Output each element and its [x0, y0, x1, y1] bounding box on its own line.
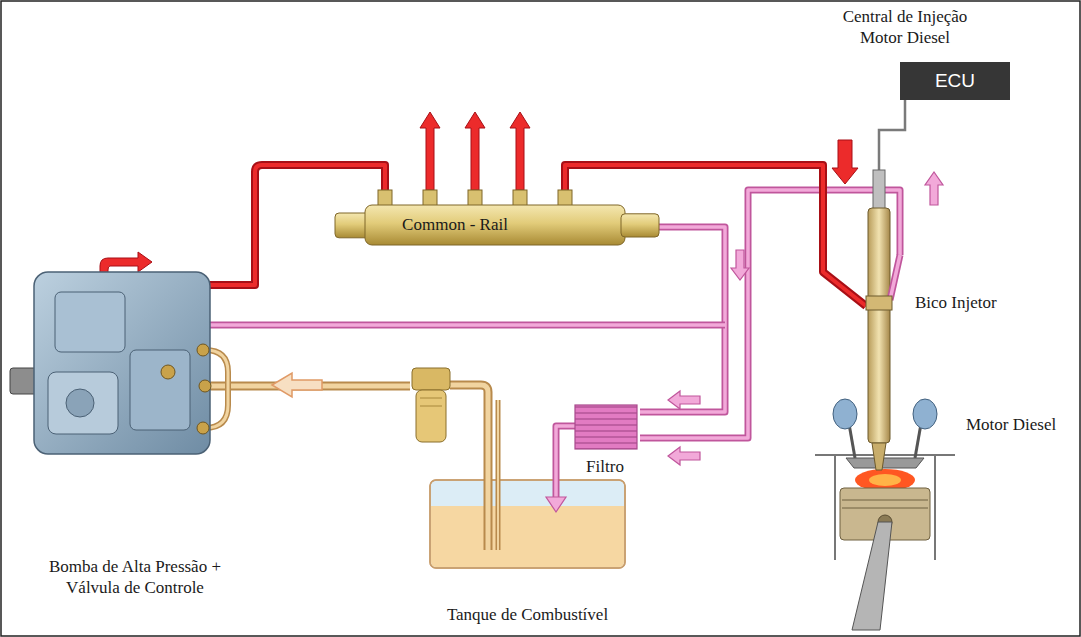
rail-end: [621, 214, 659, 237]
return-line: [168, 190, 900, 498]
pressure-arrow: [100, 112, 858, 282]
feed-line: [205, 350, 498, 550]
part-label: Bomba de Alta Pressão + Válvula de Contr…: [30, 556, 240, 599]
high-pressure-pump: [10, 272, 211, 454]
high-pressure-line: [112, 165, 866, 385]
fuel-tank: [430, 480, 625, 568]
rail-fitting: [378, 190, 572, 206]
injector: [866, 170, 900, 470]
part-label: Tanque de Combustível: [420, 604, 635, 625]
node-text: ECU: [935, 70, 975, 92]
rail-node: Common - Rail: [335, 205, 655, 245]
part-label: Filtro: [560, 456, 650, 477]
unit-title: Central de Injeção Motor Diesel: [830, 6, 980, 49]
flow-arrow: [272, 373, 322, 397]
part-label: Bico Injetor: [915, 292, 1035, 313]
part-label: Motor Diesel: [966, 414, 1076, 435]
rail-tube: [365, 205, 625, 245]
ecu-wire: [879, 100, 905, 172]
return-filter: [575, 405, 637, 449]
pre-filter: [412, 368, 450, 442]
ecu-box: ECU: [900, 62, 1010, 100]
node-text: Common - Rail: [402, 215, 508, 235]
